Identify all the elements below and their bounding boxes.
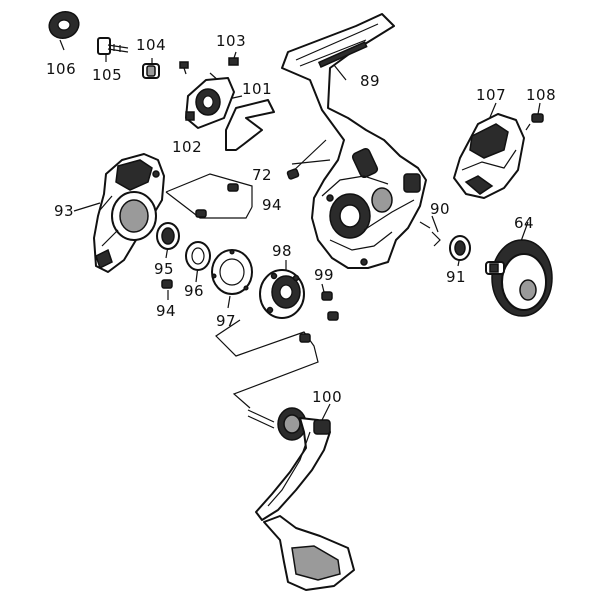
callout-102: 102: [172, 138, 202, 156]
part-99-screws: [299, 291, 339, 343]
callout-97: 97: [216, 312, 236, 330]
part-95-bearing: [156, 222, 180, 250]
part-94-screws-top: [195, 183, 239, 218]
part-91-bearing: [449, 235, 471, 261]
callout-101: 101: [242, 80, 272, 98]
callout-104: 104: [136, 36, 166, 54]
part-102-bail-plate: [185, 77, 235, 129]
callout-105: 105: [92, 66, 122, 84]
part-100-handle: [247, 407, 355, 591]
callout-72: 72: [252, 166, 272, 184]
callout-95: 95: [154, 260, 174, 278]
part-103-screws: [179, 57, 239, 83]
callout-93: 93: [54, 202, 74, 220]
callout-89: 89: [360, 72, 380, 90]
part-93-left-housing: [93, 153, 165, 273]
part-96-washer: [185, 241, 211, 271]
part-72-pin: [286, 168, 300, 180]
callout-107: 107: [476, 86, 506, 104]
callout-98: 98: [272, 242, 292, 260]
callout-90: 90: [430, 200, 450, 218]
callout-94-top: 94: [262, 196, 282, 214]
part-101-bracket: [225, 99, 275, 151]
part-90-clip: [419, 221, 441, 247]
callout-108: 108: [526, 86, 556, 104]
part-106-cap: [48, 11, 80, 39]
callout-103: 103: [216, 32, 246, 50]
callout-106: 106: [46, 60, 76, 78]
part-94-screw-bottom: [161, 279, 173, 289]
callout-100: 100: [312, 388, 342, 406]
part-97-gasket: [211, 249, 253, 295]
part-98-bearing-cap: [259, 269, 305, 319]
callout-99: 99: [314, 266, 334, 284]
part-107-side-cover: [453, 113, 525, 199]
part-108-screw: [525, 113, 544, 131]
callout-64: 64: [514, 214, 534, 232]
part-64-drive-gear: [485, 239, 553, 317]
leader-lines: [59, 39, 541, 421]
part-104-collar: [142, 63, 160, 79]
part-89-body-frame: [281, 13, 427, 269]
callout-94-bottom: 94: [156, 302, 176, 320]
callout-91: 91: [446, 268, 466, 286]
callout-96: 96: [184, 282, 204, 300]
callout-labels: 106 105 104 103 101 102 89 107 108 72 93…: [46, 32, 556, 406]
part-105-bolt: [97, 37, 129, 55]
